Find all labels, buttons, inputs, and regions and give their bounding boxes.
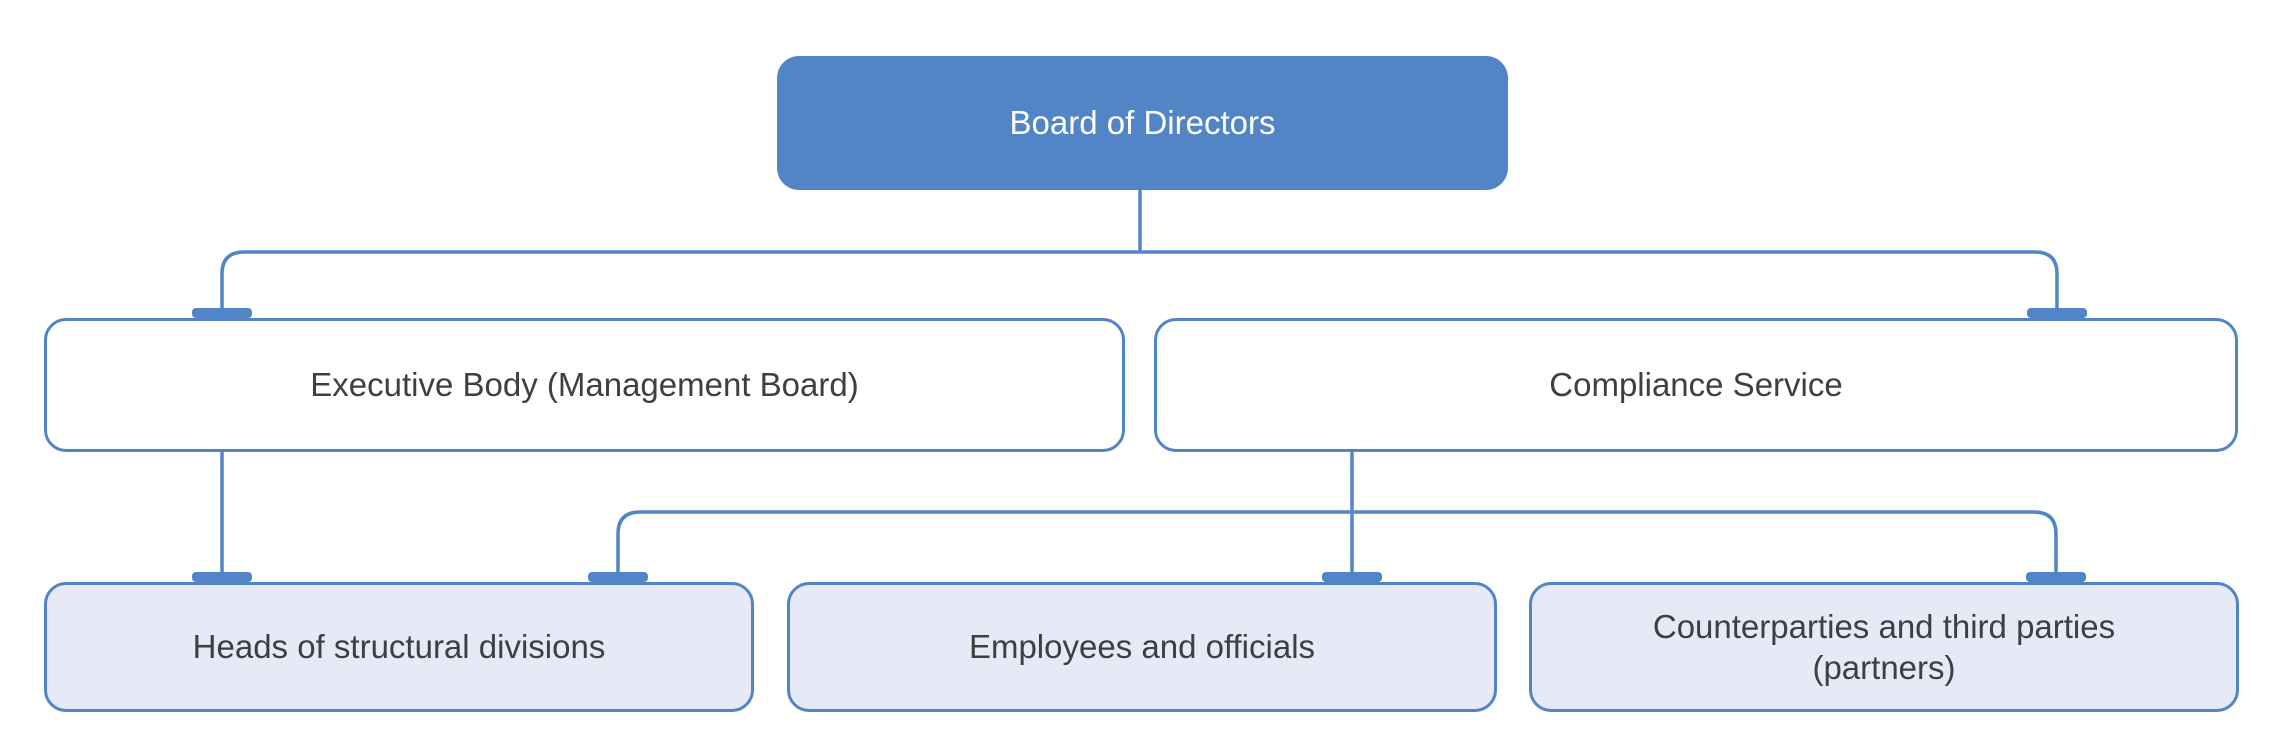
cap-heads-left: [192, 572, 252, 582]
cap-executive: [192, 308, 252, 318]
node-counterparties-and-third-parties: Counterparties and third parties (partne…: [1529, 582, 2239, 712]
node-counterparties-and-third-parties-label: Counterparties and third parties (partne…: [1652, 607, 2116, 686]
node-heads-of-structural-divisions: Heads of structural divisions: [44, 582, 754, 712]
node-employees-and-officials: Employees and officials: [787, 582, 1497, 712]
cap-heads-right: [588, 572, 648, 582]
node-heads-of-structural-divisions-label: Heads of structural divisions: [192, 628, 606, 666]
node-board-of-directors-label: Board of Directors: [1009, 104, 1276, 142]
node-employees-and-officials-label: Employees and officials: [968, 628, 1316, 666]
node-executive-body-label: Executive Body (Management Board): [310, 366, 859, 404]
node-compliance-service-label: Compliance Service: [1549, 366, 1843, 404]
cap-counterparties: [2026, 572, 2086, 582]
node-compliance-service: Compliance Service: [1154, 318, 2238, 452]
node-board-of-directors: Board of Directors: [777, 56, 1508, 190]
edge-board-rail: [220, 250, 2059, 314]
cap-compliance: [2027, 308, 2087, 318]
edge-compliance-rail: [616, 510, 2058, 578]
node-executive-body: Executive Body (Management Board): [44, 318, 1125, 452]
cap-employees: [1322, 572, 1382, 582]
